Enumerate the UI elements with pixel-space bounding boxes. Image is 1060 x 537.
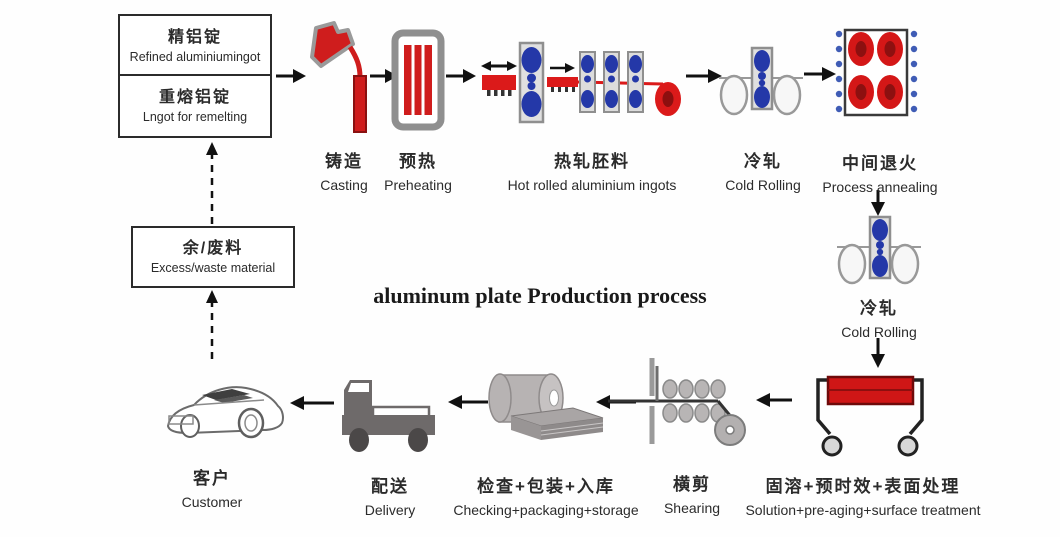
arrow-ingot-to-casting xyxy=(276,69,306,83)
refined-ingot-cell: 精铝锭 Refined aluminiumingot xyxy=(120,16,270,76)
label-customer: 客户 Customer xyxy=(170,464,254,510)
label-hot-rolling: 热轧胚料 Hot rolled aluminium ingots xyxy=(482,147,702,193)
label-casting-en: Casting xyxy=(320,177,368,193)
shearing-machine-icon xyxy=(608,358,746,446)
hot-rolling-mill-icon xyxy=(481,41,681,124)
remelting-ingot-label-zh: 重熔铝锭 xyxy=(158,89,231,106)
dashed-arrow-waste-to-ingot xyxy=(206,142,218,226)
label-hot-rolling-en: Hot rolled aluminium ingots xyxy=(507,177,677,193)
label-delivery: 配送 Delivery xyxy=(350,472,430,518)
arrow-hotrolling-to-coldrolling xyxy=(686,69,722,83)
label-solution-treatment: 固溶+预时效+表面处理 Solution+pre-aging+surface t… xyxy=(738,472,988,518)
waste-material-box: 余/废料 Excess/waste material xyxy=(131,226,295,288)
raw-material-box: 精铝锭 Refined aluminiumingot 重熔铝锭 Lngot fo… xyxy=(118,14,272,138)
label-preheating-zh: 预热 xyxy=(399,152,437,171)
refined-ingot-label-zh: 精铝锭 xyxy=(167,29,222,46)
coil-and-sheets-icon xyxy=(488,373,604,440)
arrow-coldrolling-to-annealing xyxy=(804,67,836,81)
arrow-annealing-to-coldrolling2 xyxy=(871,190,885,216)
label-cold-rolling-2: 冷轧 Cold Rolling xyxy=(837,294,921,340)
waste-label-zh: 余/废料 xyxy=(182,240,244,257)
remelting-ingot-label-en: Lngot for remelting xyxy=(142,110,248,124)
label-checking-zh: 检查+包装+入库 xyxy=(477,477,615,496)
remelting-ingot-cell: 重熔铝锭 Lngot for remelting xyxy=(120,76,270,136)
dashed-arrow-customer-to-waste xyxy=(206,290,218,360)
label-cold-rolling-2-zh: 冷轧 xyxy=(860,299,898,318)
label-cold-rolling-1-zh: 冷轧 xyxy=(744,152,782,171)
preheating-furnace-icon xyxy=(391,29,445,131)
arrow-checking-to-delivery xyxy=(448,395,488,409)
label-hot-rolling-zh: 热轧胚料 xyxy=(554,152,630,171)
refined-ingot-label-en: Refined aluminiumingot xyxy=(129,50,261,64)
delivery-truck-icon xyxy=(342,380,435,452)
label-cold-rolling-1: 冷轧 Cold Rolling xyxy=(721,147,805,193)
label-checking-en: Checking+packaging+storage xyxy=(453,502,639,518)
label-checking: 检查+包装+入库 Checking+packaging+storage xyxy=(451,472,641,518)
label-process-annealing: 中间退火 Process annealing xyxy=(818,149,942,195)
cold-rolling-2-icon xyxy=(837,215,921,285)
label-delivery-en: Delivery xyxy=(364,502,416,518)
label-shearing-en: Shearing xyxy=(663,500,721,516)
waste-label-en: Excess/waste material xyxy=(150,261,276,275)
label-shearing: 横剪 Shearing xyxy=(652,470,732,516)
arrow-delivery-to-customer xyxy=(290,396,334,410)
arrow-preheating-to-hotrolling xyxy=(446,69,476,83)
label-preheating-en: Preheating xyxy=(384,177,452,193)
label-delivery-zh: 配送 xyxy=(371,477,409,496)
label-process-annealing-zh: 中间退火 xyxy=(842,154,918,173)
label-customer-zh: 客户 xyxy=(193,469,231,488)
casting-icon xyxy=(310,21,367,133)
diagram-title: aluminum plate Production process xyxy=(373,283,707,308)
label-casting: 铸造 Casting xyxy=(304,147,384,193)
label-casting-zh: 铸造 xyxy=(325,152,363,171)
label-cold-rolling-1-en: Cold Rolling xyxy=(725,177,801,193)
label-solution-treatment-en: Solution+pre-aging+surface treatment xyxy=(745,502,981,518)
label-customer-en: Customer xyxy=(181,494,243,510)
label-preheating: 预热 Preheating xyxy=(376,147,460,193)
label-process-annealing-en: Process annealing xyxy=(822,179,938,195)
cold-rolling-icon xyxy=(719,46,803,116)
arrow-coldrolling2-to-solution xyxy=(871,338,885,368)
arrow-solution-to-shearing xyxy=(756,393,792,407)
customer-car-icon xyxy=(166,386,284,439)
annealing-furnace-icon xyxy=(835,28,918,117)
label-solution-treatment-zh: 固溶+预时效+表面处理 xyxy=(765,477,961,496)
label-cold-rolling-2-en: Cold Rolling xyxy=(841,324,917,340)
label-shearing-zh: 横剪 xyxy=(673,475,711,494)
solution-treatment-icon xyxy=(816,375,924,457)
